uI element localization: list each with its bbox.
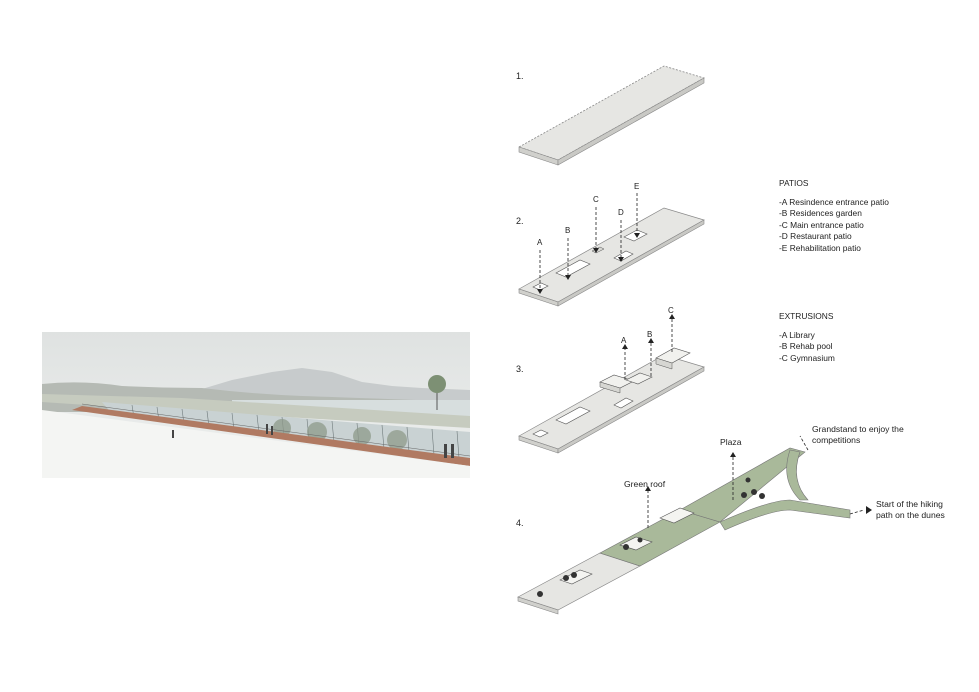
- grandstand-line-2: competitions: [812, 435, 861, 445]
- patios-item-b: -B Residences garden: [779, 208, 862, 218]
- plaza-label: Plaza: [720, 437, 742, 447]
- extrusions-item-b: -B Rehab pool: [779, 341, 833, 351]
- patios-item-c: -C Main entrance patio: [779, 219, 864, 230]
- patios-legend: PATIOS -A Resindence entrance patio -B R…: [779, 178, 969, 254]
- grandstand-line-1: Grandstand to enjoy the: [812, 424, 904, 434]
- hiking-line-1: Start of the hiking: [876, 499, 943, 509]
- hiking-line-2: path on the dunes: [876, 510, 945, 520]
- green-roof: [42, 394, 470, 428]
- extrusion-marker-b: B: [647, 330, 652, 339]
- patio-marker-d: D: [618, 208, 624, 217]
- railing: [81, 403, 471, 457]
- hiking-label: Start of the hiking path on the dunes: [876, 499, 976, 521]
- step-3-slab: A B C: [518, 306, 705, 454]
- site-trees: [537, 477, 765, 597]
- extrusion-marker-a: A: [621, 336, 627, 345]
- step-label-4: 4.: [516, 518, 524, 528]
- extrusions-title: EXTRUSIONS: [779, 311, 834, 321]
- step-4-site: [517, 435, 872, 615]
- green-roof-label: Green roof: [624, 479, 666, 489]
- patio-marker-a: A: [537, 238, 543, 247]
- people: [172, 424, 454, 458]
- extrusion-marker-c: C: [668, 306, 674, 315]
- step-label-2: 2.: [516, 216, 524, 226]
- step-1-slab: [518, 65, 706, 166]
- boardwalk: [72, 406, 470, 466]
- grandstand-label: Grandstand to enjoy the competitions: [812, 424, 972, 446]
- patios-item-e: -E Rehabilitation patio: [779, 242, 861, 253]
- rendering-drawing: [42, 332, 471, 478]
- patio-marker-c: C: [593, 195, 599, 204]
- foreground-grass: [42, 410, 470, 478]
- step-2-slab: A B C D E: [518, 182, 705, 307]
- step-label-3: 3.: [516, 364, 524, 374]
- extrusions-item-a: -A Library: [779, 329, 815, 340]
- patios-item-d: -D Restaurant patio: [779, 231, 852, 241]
- patio-marker-b: B: [565, 226, 570, 235]
- patios-title: PATIOS: [779, 178, 809, 188]
- patio-marker-e: E: [634, 182, 639, 191]
- step-label-1: 1.: [516, 71, 524, 81]
- extrusions-legend: EXTRUSIONS -A Library -B Rehab pool -C G…: [779, 311, 969, 364]
- extrusions-item-c: -C Gymnasium: [779, 352, 835, 363]
- perspective-rendering: [42, 332, 471, 478]
- tree-right: [428, 375, 446, 410]
- patios-item-a: -A Resindence entrance patio: [779, 196, 889, 207]
